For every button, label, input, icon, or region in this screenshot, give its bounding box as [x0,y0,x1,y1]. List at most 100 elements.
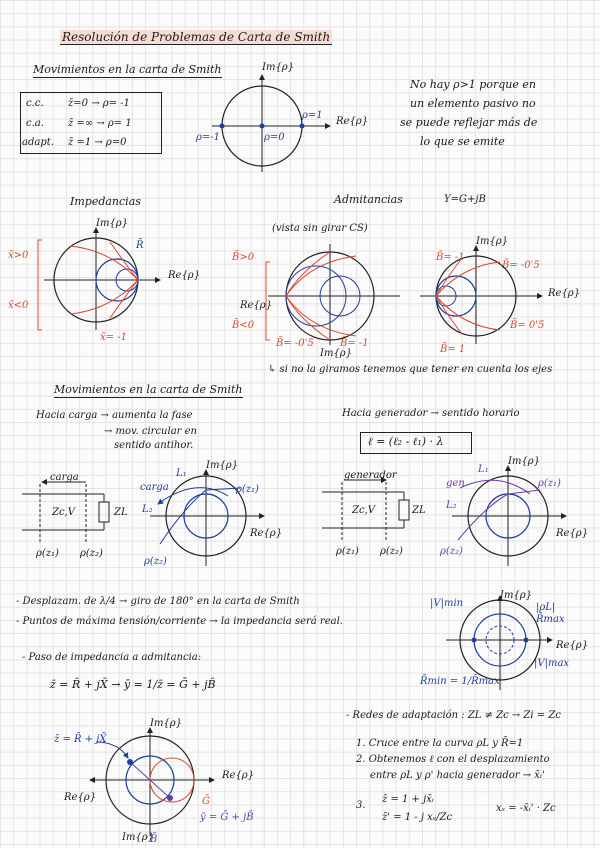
p-z1-left: ρ(z₁) [36,548,59,559]
adaptacion-step-2: 2. Obtenemos ℓ con el desplazamiento [356,754,550,765]
note-admittance: - Paso de impedancia a admitancia: [22,652,202,663]
adaptacion-step-2b: entre ρL y ρ' hacia generador → x̄ᵢ' [370,770,545,781]
note-line-1: No hay ρ>1 porque en [410,78,536,91]
adaptacion-eq-3: xₛ = -x̄ᵢ' · Zc [496,803,556,814]
zl-right: ZL [412,505,426,516]
carga-arc-label: carga [140,482,169,493]
v-min-label: |V|min [430,598,464,609]
gen-arc-label: gen. [446,478,468,489]
note-quarter-wave: - Desplazam. de λ/4 → giro de 180° en la… [16,596,300,607]
axis-im-6: Im{ρ} [500,590,533,601]
smith-chart-carga [150,469,265,566]
conversion-formula: z̄ = R̄ + jX̄ → ȳ = 1/z̄ = Ḡ + jB̄ [50,678,216,691]
x-positive-label: x̄>0 [8,250,29,261]
axis-re-2: Re{ρ} [168,270,201,281]
smith-chart-impedance [37,227,161,331]
note-line-3: se puede reflejar más de [400,116,538,129]
b-positive-label: B̄>0 [232,252,255,263]
axis-re-6: Re{ρ} [556,640,589,651]
case-expr-cc: z̄=0 → ρ= -1 [68,98,130,109]
generador-title: Hacia generador → sentido horario [342,408,520,419]
axis-re-5: Re{ρ} [556,528,589,539]
adaptacion-title: - Redes de adaptación : ZL ≠ Zc → Zi = Z… [346,710,561,721]
turn-note: ↳ si no la giramos tenemos que tener en … [268,364,553,375]
impedancias-heading: Impedancias [70,195,141,208]
carga-sub-1: → mov. circular en [104,426,197,437]
smith-chart-generador [452,465,567,566]
r-max-label: R̄max [536,614,565,625]
l2-right: L₂ [446,500,457,511]
length-formula: ℓ = (ℓ₂ - ℓ₁) · λ [368,435,444,448]
cases-box [20,92,162,154]
b-minus-05-left: B̄= -0'5 [276,338,314,349]
smith-chart-vswr [446,595,553,690]
axis-im-2: Im{ρ} [96,218,129,229]
rho-l-label: |ρL| [536,602,556,613]
section2-heading: Movimientos en la carta de Smith [54,383,243,398]
l1-left: L₁ [176,468,187,479]
carga-title: Hacia carga → aumenta la fase [36,410,193,421]
carga-sub-2: sentido antihor. [114,440,194,451]
smith-chart-conversion [89,727,215,836]
page-title: Resolución de Problemas de Carta de Smit… [60,30,333,45]
axis-im-1: Im{ρ} [262,62,295,73]
smith-chart-basic [212,74,331,172]
pt-rho-zero: ρ=0 [264,132,285,143]
adaptacion-step-1: 1. Cruce entre la curva ρL y R̄=1 [356,738,524,749]
smith-chart-admittance-left [265,244,400,345]
case-label-cc: c.c. [26,98,44,109]
axis-re-4: Re{ρ} [250,528,283,539]
x-minus-one-label: x̄= -1 [100,332,127,343]
note-line-2: un elemento pasivo no [410,97,536,110]
formula-box [360,432,472,454]
y-admittance-label: ȳ = Ḡ + jB̄ [200,812,254,823]
b-1-right: B̄= 1 [440,344,466,355]
r-label: R̄ [136,240,144,251]
p-z2-arc-left: ρ(z₂) [144,556,167,567]
b-negative-label: B̄<0 [232,320,255,331]
adaptacion-eq-2: z̄' = 1 - j xₛ/Zc [382,812,453,823]
b-minus-1-right: B̄= -1 [436,252,465,263]
case-expr-adapt: z̄ =1 → ρ=0 [68,137,127,148]
carga-line-label: carga [50,472,79,483]
axis-im-5: Im{ρ} [508,456,541,467]
section1-heading: Movimientos en la carta de Smith [33,63,222,78]
note-max-voltage: - Puntos de máxima tensión/corriente → l… [16,616,343,627]
pt-rho-minus: ρ=-1 [196,132,220,143]
case-label-adapt: adapt. [22,137,54,148]
p-z1-arc-right: ρ(z₁) [538,478,561,489]
admitancias-heading: Admitancias [334,193,403,206]
axis-re-neg-7: Re{ρ} [64,792,97,803]
x-negative-label: x̄<0 [8,300,29,311]
r-min-label: R̄min = 1/R̄max [420,676,500,687]
p-z1-arc-left: ρ(z₁) [236,484,259,495]
b-05-right: B̄= 0'5 [510,320,545,331]
p-z2-arc-right: ρ(z₂) [440,546,463,557]
line-diagram-generador [322,477,410,540]
z-admittance-label: z̄ = R̄ + jX̄ [54,734,107,745]
pt-rho-one: ρ=1 [302,110,323,121]
zl-left: ZL [114,507,128,518]
admitancia-formula: Y=G+jB [444,194,486,205]
axis-im-4: Im{ρ} [206,460,239,471]
g-label: Ḡ [202,796,210,807]
axis-re-1: Re{ρ} [336,116,369,127]
axis-im-neg-7: Im{ρ} [122,832,155,843]
p-z2-right: ρ(z₂) [380,546,403,557]
generador-line-label: generador [344,470,397,481]
adaptacion-eq-1: z̄ = 1 + jx̄ᵢ [382,794,434,805]
axis-re-neg: Re{ρ} [240,300,273,311]
adaptacion-step-3: 3. [356,800,366,811]
axis-im-3: Im{ρ} [476,236,509,247]
b-bar-label: B̄ [150,834,158,845]
smith-chart-admittance-right [420,245,543,344]
axis-re-3: Re{ρ} [548,288,581,299]
l2-left: L₂ [142,504,153,515]
case-label-ca: c.a. [26,118,44,129]
b-minus-1-left: B̄= -1 [340,338,369,349]
case-expr-ca: z̄ =∞ → ρ= 1 [68,118,132,129]
l1-right: L₁ [478,464,489,475]
v-max-label: |V|max [534,658,570,669]
zcv-left: Zc,V [52,507,75,518]
